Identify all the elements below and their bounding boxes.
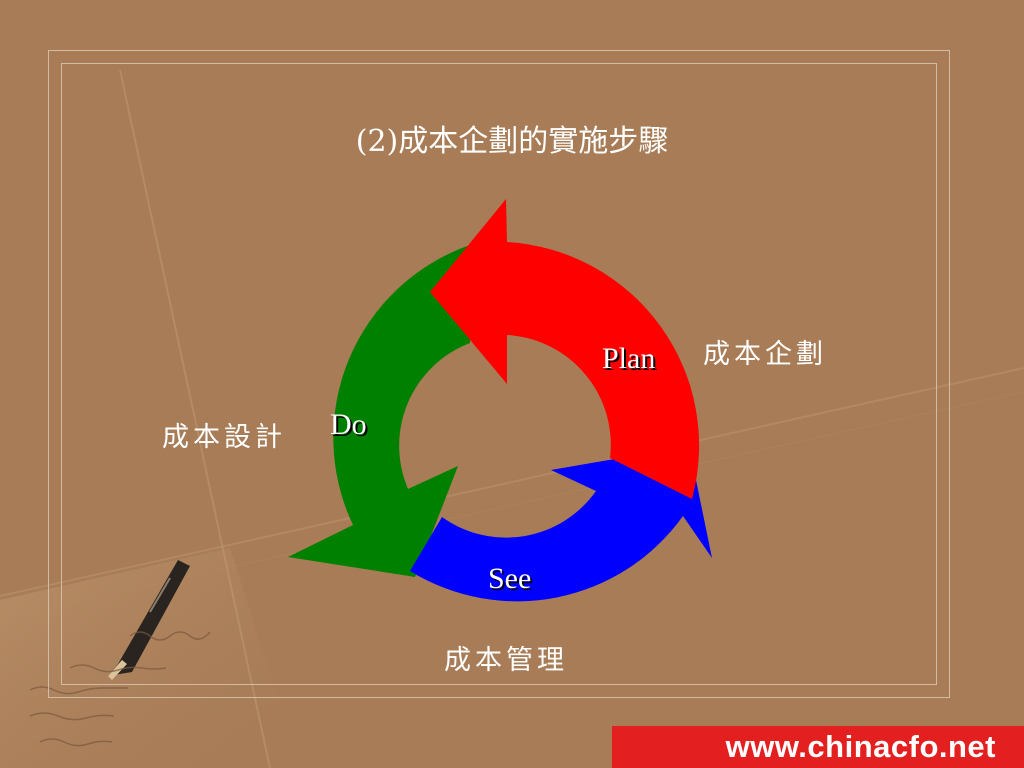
plan-label: Plan <box>602 342 656 375</box>
handwriting-scribble <box>29 631 211 747</box>
plan-arc-arrow <box>430 199 700 499</box>
cost-management-annotation: 成本管理 <box>444 645 568 676</box>
slide-frame-inner <box>61 63 937 685</box>
do-label: Do <box>330 408 367 441</box>
slide-frame-outer <box>48 50 950 698</box>
do-arc-arrow <box>288 245 470 577</box>
cost-design-annotation: 成本設計 <box>162 422 286 453</box>
slide-title: (2)成本企劃的實施步驟 <box>355 124 669 159</box>
cost-planning-annotation: 成本企劃 <box>703 339 827 370</box>
brand-footer-bar: www.chinacfo.net <box>612 726 1024 768</box>
see-arc-arrow <box>410 446 712 602</box>
site-url[interactable]: www.chinacfo.net <box>725 729 996 764</box>
see-label: See <box>488 562 532 595</box>
